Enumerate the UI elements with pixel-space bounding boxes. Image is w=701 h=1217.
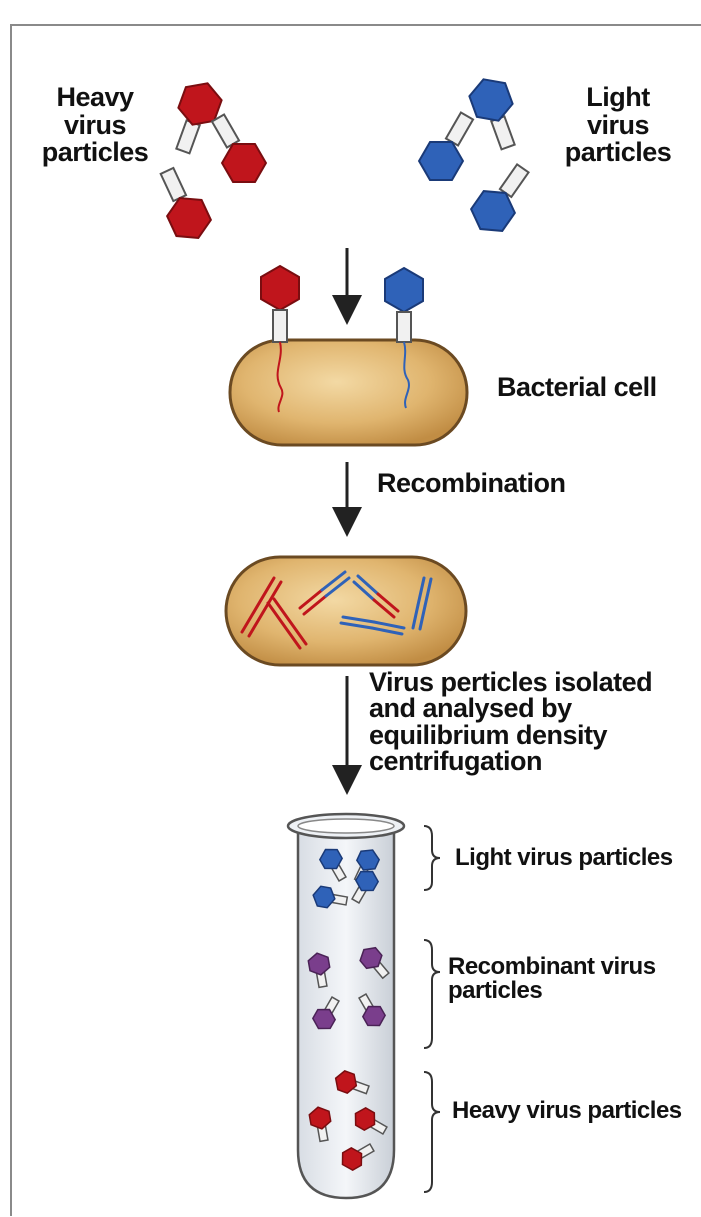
tube-recombinant-line: Recombinant virus: [448, 955, 656, 979]
analysis-line: and analysed by: [369, 695, 652, 721]
band-braces: [424, 826, 440, 1192]
light-virus-particle: [414, 106, 484, 189]
heavy-virus-label: Heavy virus particles: [30, 84, 160, 167]
tube-heavy-label: Heavy virus particles: [452, 1099, 682, 1123]
recombination-label: Recombination: [377, 470, 566, 498]
heavy-virus-particle: [165, 77, 225, 158]
heavy-virus-particle: [202, 108, 272, 191]
bacterial-cell: [230, 340, 467, 445]
light-label-line: Light: [548, 84, 688, 112]
analysis-label: Virus perticles isolated and analysed by…: [369, 669, 652, 775]
analysis-line: equilibrium density: [369, 722, 652, 748]
analysis-line: Virus perticles isolated: [369, 669, 652, 695]
centrifuge-tube: [288, 814, 404, 1198]
brace-light: [424, 826, 440, 890]
light-virus-label: Light virus particles: [548, 84, 688, 167]
recombining-cell: [226, 557, 466, 665]
analysis-line: centrifugation: [369, 748, 652, 774]
heavy-label-line: Heavy: [30, 84, 160, 112]
brace-recombinant: [424, 940, 440, 1048]
heavy-label-line: virus: [30, 112, 160, 140]
bacterial-cell-recombining: [226, 557, 466, 665]
light-label-line: virus: [548, 112, 688, 140]
light-virus-particles-top: [414, 73, 539, 240]
light-virus-particle: [466, 73, 526, 154]
heavy-label-line: particles: [30, 139, 160, 167]
brace-heavy: [424, 1072, 440, 1192]
light-label-line: particles: [548, 139, 688, 167]
heavy-virus-particle: [150, 163, 216, 246]
tube-light-label: Light virus particles: [455, 846, 673, 870]
bacterial-cell-label: Bacterial cell: [497, 374, 657, 402]
light-virus-particle: [465, 158, 539, 240]
heavy-virus-particles-top: [150, 77, 272, 246]
tube-recombinant-line: particles: [448, 979, 656, 1003]
tube-recombinant-label: Recombinant virus particles: [448, 955, 656, 1004]
